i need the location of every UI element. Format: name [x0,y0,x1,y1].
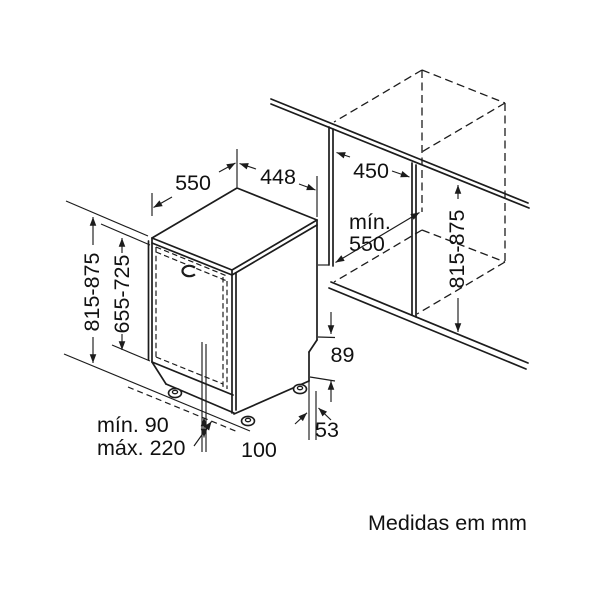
unit-top-right-edge [231,219,318,271]
countertop-bottom-line [270,103,530,209]
furniture-door-outline [155,246,228,389]
dim-label-door-height: 655-725 [110,255,134,334]
dim-label-niche-depth-min: mín. [349,210,391,234]
dimension-top-depth: 550 [151,149,238,216]
dishwasher-unit [147,187,318,427]
niche-dashed-box [333,69,506,315]
dim-label-plinth-min: mín. 90 [97,413,169,437]
dim-label-niche-height: 815-875 [445,210,469,289]
cabinet-plinth-bottom-line [328,287,527,370]
dim-label-top-depth: 550 [175,171,211,195]
niche-top-front-right-edge [419,102,506,154]
dim-label-front-adjust: 100 [241,438,277,462]
dimension-rear-offset: 53 [294,381,339,442]
door-bottom-edge [151,361,234,396]
unit-top-front-inner-edge [151,242,233,276]
niche-bottom-back-right-edge [421,229,506,263]
adjustable-feet [167,383,308,427]
units-note: Medidas em mm [368,511,527,535]
dimension-niche-width: 450 [336,151,410,183]
dimension-unit-height: 815-875 [63,200,251,432]
dim-label-rear-base-height: 89 [331,343,355,367]
dimension-niche-height: 815-875 [445,185,469,332]
door-handle-icon [181,264,196,278]
unit-top-left-edge [151,187,238,239]
plinth-recess-left-step [151,361,167,385]
cabinet-plinth-top-line [330,281,529,364]
unit-top-right-inner-edge [231,224,318,276]
dim-label-rear-offset: 53 [315,418,339,442]
niche-top-back-left-edge [333,69,423,123]
unit-top-front-edge [151,237,233,271]
unit-back-step [308,339,318,353]
countertop [270,98,530,209]
countertop-top-line [270,98,529,204]
dimension-plinth: mín. 90 máx. 220 100 [97,342,277,462]
dim-label-plinth-max: máx. 220 [97,436,185,460]
dim-label-niche-width: 450 [353,159,389,183]
dim-label-niche-depth-value: 550 [349,232,385,256]
dimension-top-width: 448 [239,162,318,217]
niche-top-back-right-edge [421,69,506,104]
dimension-door-height: 655-725 [110,238,134,350]
dim-label-unit-height: 815-875 [80,253,104,332]
unit-top-back-edge [236,187,318,221]
dimension-niche-depth: mín. 550 [335,210,420,263]
dimension-rear-base-height: 89 [309,312,355,402]
dim-label-top-width: 448 [260,165,296,189]
niche-bottom-front-right-edge [416,261,506,315]
